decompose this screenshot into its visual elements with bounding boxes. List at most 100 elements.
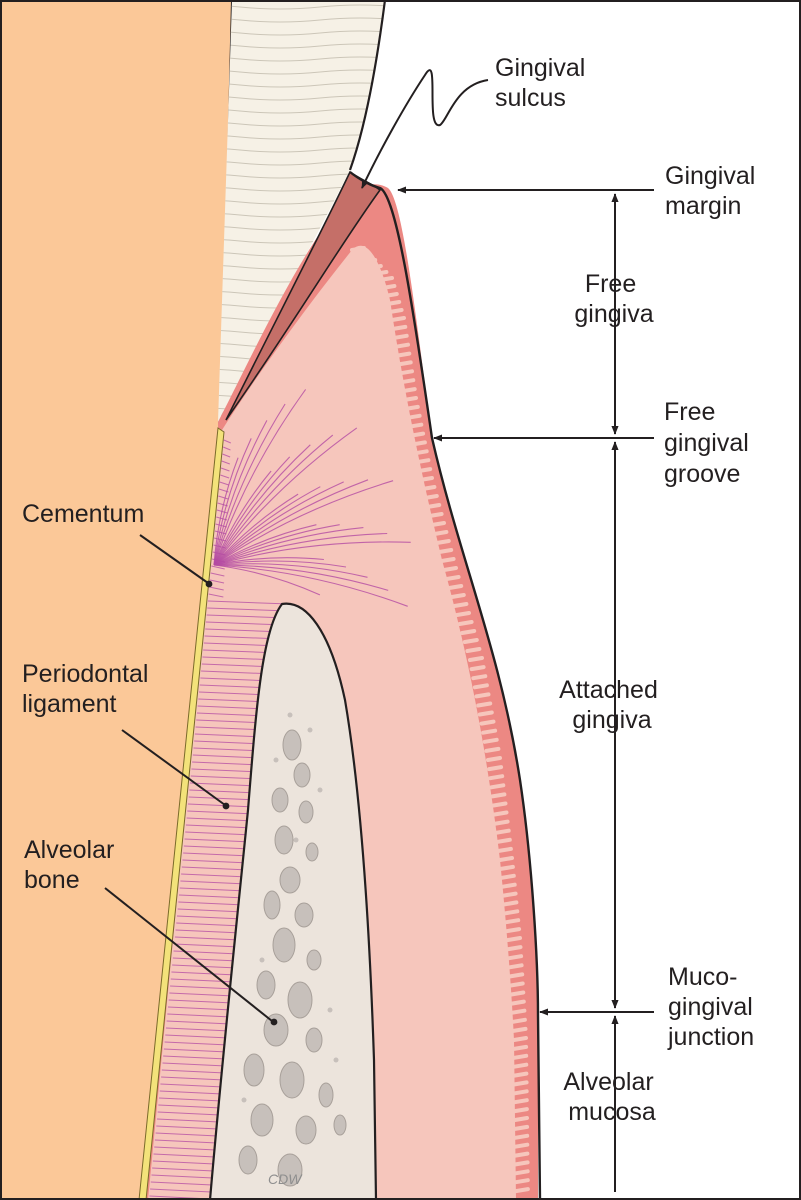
ligament-fiber <box>188 796 258 801</box>
alveolar-mucosa-label: Alveolar mucosa <box>563 1068 660 1126</box>
marrow-space <box>277 1153 303 1187</box>
rete-peg <box>403 404 420 411</box>
ligament-fiber <box>195 726 266 731</box>
ligament-fiber <box>181 873 249 878</box>
ligament-fiber <box>183 845 252 850</box>
ligament-fiber <box>180 880 248 885</box>
ligament-fiber <box>177 908 244 913</box>
rete-peg <box>385 300 402 306</box>
ligament-fiber <box>165 1027 231 1032</box>
ligament-fiber <box>159 1097 222 1102</box>
rete-peg <box>422 494 439 500</box>
gingival-fiber <box>213 564 321 596</box>
gingival-fiber <box>213 434 334 566</box>
rete-peg <box>508 972 525 979</box>
marrow-space <box>274 825 294 855</box>
ligament-fiber <box>170 985 235 990</box>
ligament-fiber <box>207 600 290 605</box>
gingival-fiber <box>213 541 411 566</box>
rete-peg <box>499 873 516 880</box>
illustrator-credit: CDW <box>268 1171 303 1187</box>
ligament-fiber <box>208 593 224 598</box>
periodontal-ligament-leader <box>121 729 226 806</box>
rete-peg <box>469 665 486 672</box>
ligament-fiber <box>172 957 239 962</box>
marrow-space <box>305 1027 323 1053</box>
cementum-leader <box>139 534 209 584</box>
gingival-fiber <box>213 493 299 566</box>
ligament-fiber <box>163 1048 228 1053</box>
rete-peg <box>391 324 408 331</box>
marrow-space <box>305 842 319 862</box>
marrow-dot <box>293 837 299 843</box>
rete-peg <box>488 774 505 781</box>
rete-peg <box>509 990 526 997</box>
marrow-space <box>306 949 322 971</box>
ligament-fiber <box>196 712 267 717</box>
ligament-fiber <box>159 1090 223 1095</box>
ligament-fiber <box>181 866 249 871</box>
rete-peg <box>513 1142 530 1149</box>
ligament-fiber <box>211 565 225 570</box>
rete-peg <box>382 292 399 298</box>
rete-peg <box>487 765 504 772</box>
rete-peg <box>507 954 524 961</box>
rete-peg <box>472 683 489 690</box>
periodontal-ligament-leader-dot <box>222 802 230 810</box>
ligament-fiber <box>153 1153 216 1158</box>
ligament-fiber <box>192 754 262 759</box>
rete-peg <box>502 900 519 907</box>
rete-peg <box>409 431 426 438</box>
ligament-fiber <box>150 1181 213 1186</box>
ligament-fiber <box>222 446 231 451</box>
ligament-fiber <box>165 1034 230 1039</box>
rete-peg <box>495 837 512 844</box>
rete-peg <box>427 512 444 518</box>
rete-peg <box>500 882 517 889</box>
gingival-fiber <box>213 427 358 566</box>
ligament-fiber <box>166 1020 231 1025</box>
rete-peg <box>512 1036 528 1042</box>
free-gingiva-label: Free gingiva <box>574 270 653 328</box>
rete-peg <box>390 316 406 322</box>
ligament-fiber <box>209 586 224 591</box>
enamel <box>218 0 387 422</box>
ligament-fiber <box>174 943 240 948</box>
rete-peg <box>509 999 526 1006</box>
rete-peg <box>507 963 524 970</box>
gingival-fiber <box>213 456 291 566</box>
rete-peg <box>418 476 434 482</box>
rete-peg <box>394 342 410 349</box>
rete-peg <box>501 891 518 898</box>
rete-peg <box>513 1169 530 1176</box>
leader-lines <box>104 69 489 1022</box>
rete-peg <box>416 467 433 474</box>
rete-peg <box>452 602 469 608</box>
marrow-space <box>243 1053 265 1087</box>
rete-peg <box>471 674 488 681</box>
rete-peg <box>398 369 414 376</box>
ligament-fiber <box>222 453 231 458</box>
attached-gingiva-label: Attached gingiva <box>559 676 665 734</box>
ligament-fiber <box>152 1167 214 1172</box>
rete-peg <box>512 1044 529 1051</box>
rete-peg <box>350 246 366 252</box>
marrow-space <box>250 1103 274 1137</box>
rete-peg <box>405 413 422 420</box>
ligament-fiber <box>194 740 264 745</box>
ligament-fiber <box>156 1118 220 1123</box>
ligament-fiber <box>185 824 254 829</box>
rete-peg <box>490 792 507 799</box>
ligament-fiber <box>220 467 230 472</box>
ligament-fiber <box>184 838 253 843</box>
rete-peg <box>484 746 501 753</box>
marrow-dot <box>287 712 293 718</box>
marrow-dot <box>327 1007 333 1013</box>
ligament-fiber <box>167 1006 233 1011</box>
rete-peg <box>380 284 397 290</box>
rete-peg <box>355 252 372 258</box>
rete-peg <box>474 692 491 699</box>
ligament-fiber <box>192 761 262 766</box>
ligament-fiber <box>176 922 243 927</box>
gingival-fiber <box>213 532 388 566</box>
